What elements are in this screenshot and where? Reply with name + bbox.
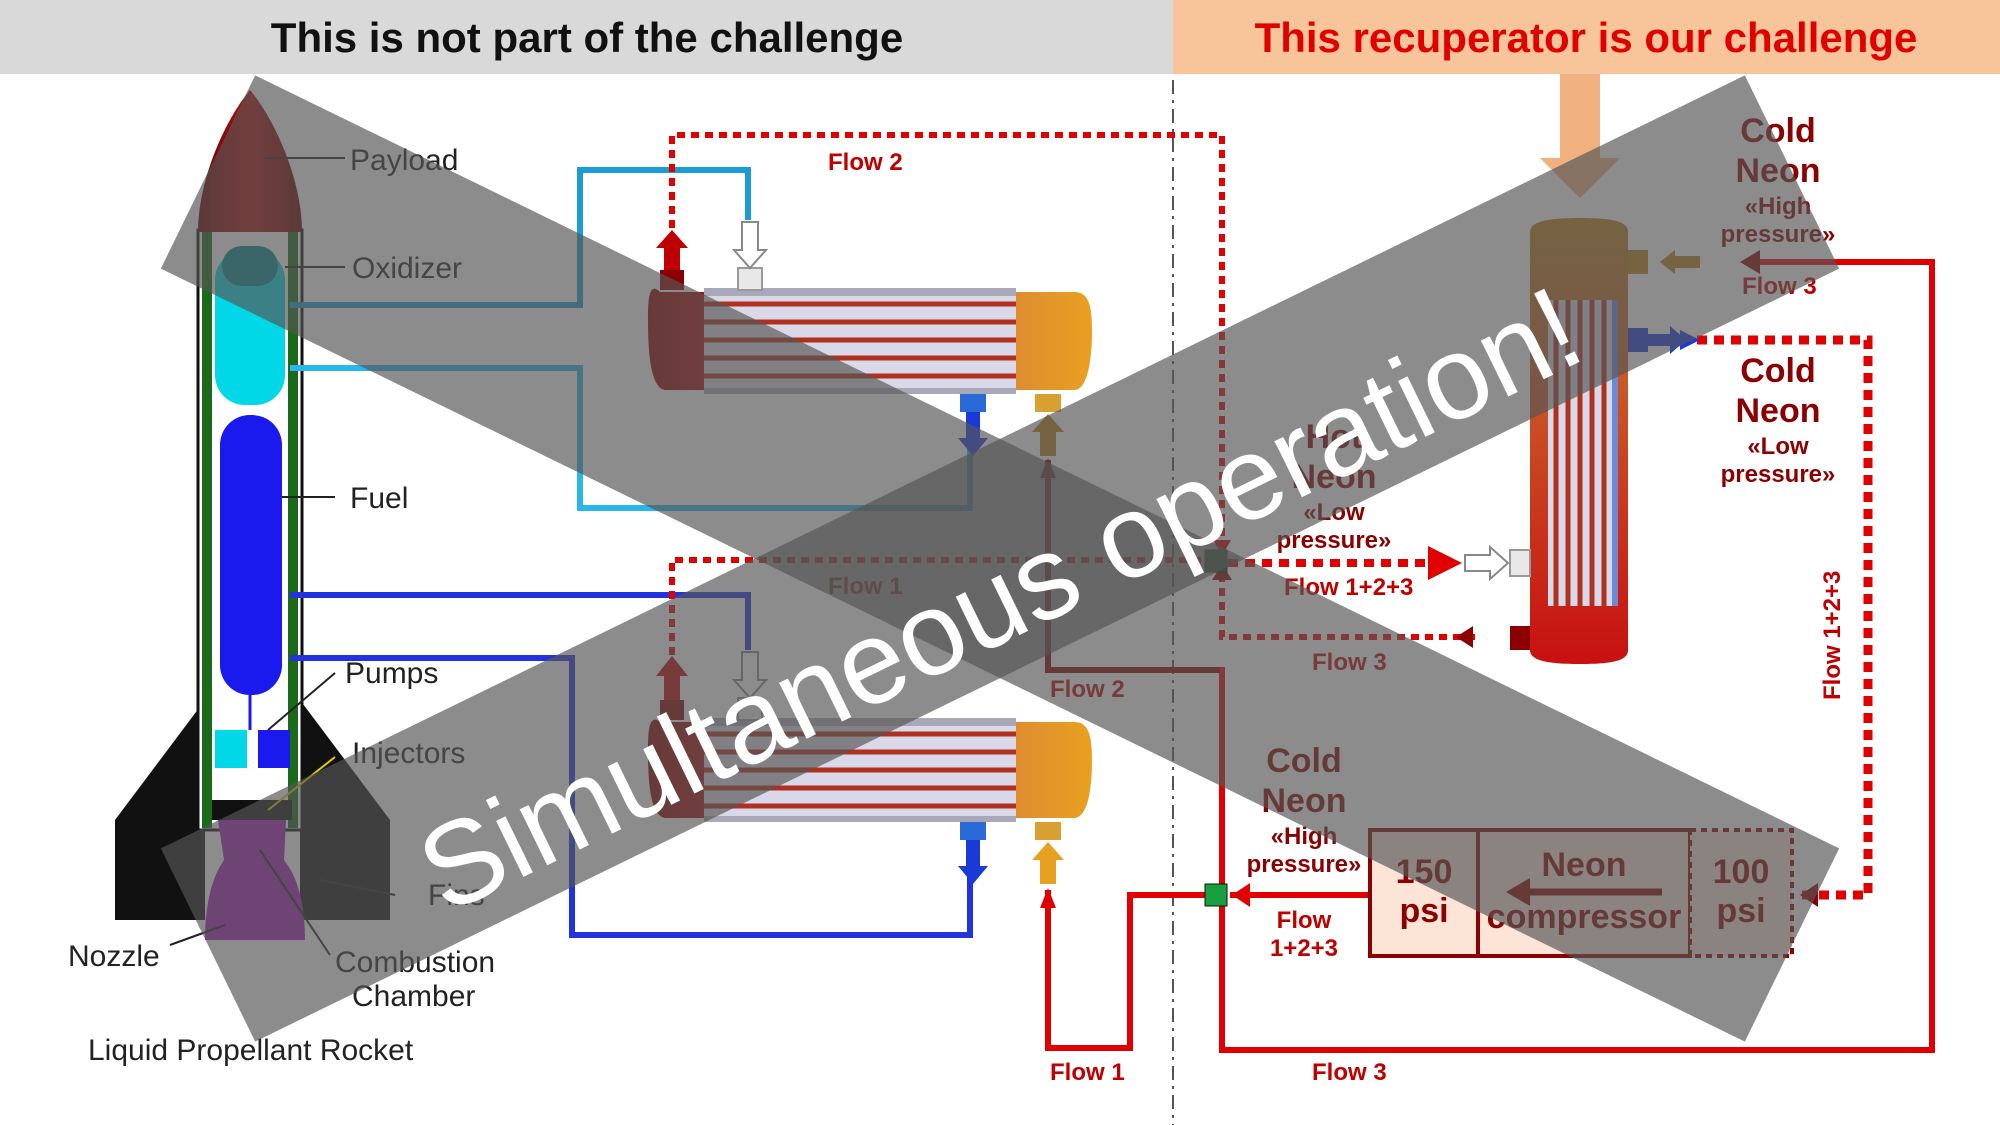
label-cold-lp-4: pressure» (1721, 461, 1836, 488)
header-left-text: This is not part of the challenge (271, 14, 903, 61)
pump-oxidizer (215, 730, 247, 768)
cross-bar-banner (160, 75, 1840, 1042)
compressor-high-pressure-unit: psi (1399, 892, 1448, 930)
label-flow-123-comp-1: Flow (1277, 907, 1332, 934)
label-flow-1-bottom: Flow 1 (1050, 1059, 1125, 1086)
header-right-text: This recuperator is our challenge (1255, 14, 1918, 61)
label-flow-123-comp-2: 1+2+3 (1270, 935, 1338, 962)
label-cold-hp-bot-4: pressure» (1247, 851, 1362, 878)
rocket-caption: Liquid Propellant Rocket (88, 1034, 414, 1067)
label-pumps: Pumps (345, 657, 438, 690)
label-flow-123-vertical: Flow 1+2+3 (1819, 571, 1846, 700)
fuel-line-return (290, 655, 973, 938)
label-cold-lp-2: Neon (1736, 392, 1821, 430)
fuel-tank (220, 415, 282, 695)
pump-fuel (258, 730, 290, 768)
label-cold-lp-3: «Low (1747, 433, 1809, 460)
label-flow-2-top: Flow 2 (828, 149, 903, 176)
label-nozzle: Nozzle (68, 940, 160, 973)
label-chamber: Chamber (352, 980, 475, 1013)
label-fuel: Fuel (350, 482, 408, 515)
flow-1-solid (1045, 890, 1212, 1051)
label-flow-3-bottom: Flow 3 (1312, 1059, 1387, 1086)
header-right-bar (1173, 0, 2000, 74)
label-cold-lp-1: Cold (1740, 352, 1816, 390)
junction-lower (1204, 883, 1228, 907)
cold-neon-low-pressure-line (1680, 335, 1873, 900)
header-left-bar (0, 0, 1173, 74)
